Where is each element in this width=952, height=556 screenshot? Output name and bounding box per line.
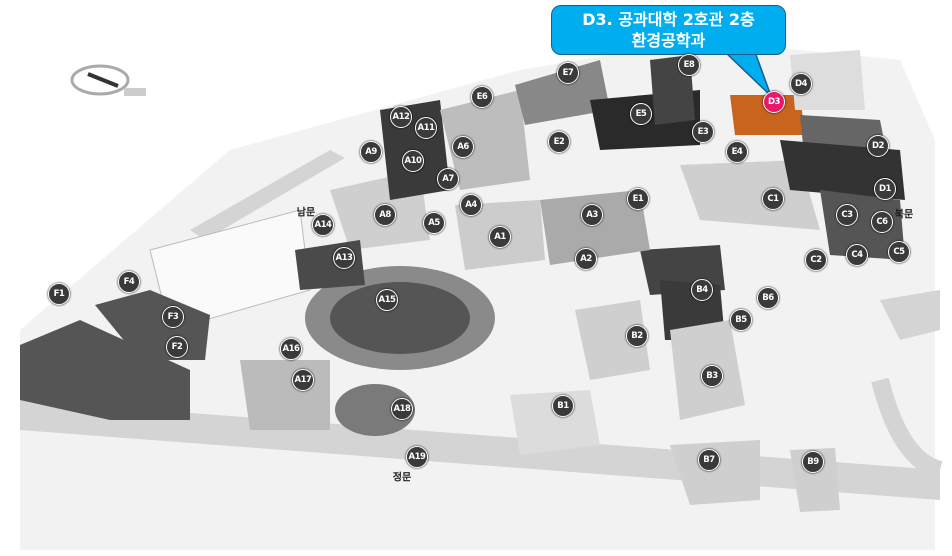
marker-d1[interactable]: D1: [874, 178, 896, 200]
road-west: [190, 150, 345, 240]
marker-a17[interactable]: A17: [292, 369, 314, 391]
marker-e3[interactable]: E3: [692, 121, 714, 143]
marker-a18[interactable]: A18: [391, 398, 413, 420]
road-east: [880, 290, 940, 340]
compass-icon: [70, 64, 146, 96]
marker-e6[interactable]: E6: [471, 86, 493, 108]
marker-b2[interactable]: B2: [626, 325, 648, 347]
marker-e7[interactable]: E7: [557, 62, 579, 84]
marker-b5[interactable]: B5: [730, 309, 752, 331]
marker-a10[interactable]: A10: [402, 150, 424, 172]
marker-b6[interactable]: B6: [757, 287, 779, 309]
marker-b9[interactable]: B9: [802, 451, 824, 473]
location-callout: D3. 공과대학 2호관 2층 환경공학과: [551, 5, 786, 55]
marker-a7[interactable]: A7: [437, 168, 459, 190]
marker-c5[interactable]: C5: [888, 241, 910, 263]
marker-e5[interactable]: E5: [630, 103, 652, 125]
marker-a2[interactable]: A2: [575, 248, 597, 270]
marker-e1[interactable]: E1: [627, 188, 649, 210]
marker-a16[interactable]: A16: [280, 338, 302, 360]
marker-a3[interactable]: A3: [581, 204, 603, 226]
marker-d4[interactable]: D4: [790, 73, 812, 95]
marker-e8[interactable]: E8: [678, 54, 700, 76]
marker-c2[interactable]: C2: [805, 249, 827, 271]
marker-a5[interactable]: A5: [423, 212, 445, 234]
marker-a13[interactable]: A13: [333, 247, 355, 269]
stadium-field: [330, 282, 470, 354]
marker-b4[interactable]: B4: [691, 279, 713, 301]
marker-a1[interactable]: A1: [489, 226, 511, 248]
callout-title: D3. 공과대학 2호관 2층: [582, 10, 755, 29]
marker-a6[interactable]: A6: [452, 136, 474, 158]
callout-subtitle: 환경공학과: [631, 31, 706, 50]
heliport: [335, 384, 415, 436]
marker-a4[interactable]: A4: [460, 194, 482, 216]
marker-b1[interactable]: B1: [552, 395, 574, 417]
north-gate-label: 북문: [894, 209, 914, 221]
marker-b3[interactable]: B3: [701, 365, 723, 387]
road-curve: [871, 377, 943, 479]
main-gate-label: 정문: [392, 472, 412, 484]
marker-a8[interactable]: A8: [374, 204, 396, 226]
marker-a14[interactable]: A14: [312, 214, 334, 236]
marker-c4[interactable]: C4: [846, 244, 868, 266]
marker-f4[interactable]: F4: [118, 271, 140, 293]
marker-a12[interactable]: A12: [390, 106, 412, 128]
marker-a9[interactable]: A9: [360, 141, 382, 163]
marker-a11[interactable]: A11: [415, 117, 437, 139]
marker-e2[interactable]: E2: [548, 131, 570, 153]
marker-d3[interactable]: D3: [763, 91, 785, 113]
marker-f2[interactable]: F2: [166, 336, 188, 358]
marker-e4[interactable]: E4: [726, 141, 748, 163]
marker-f3[interactable]: F3: [162, 306, 184, 328]
marker-a19[interactable]: A19: [406, 446, 428, 468]
marker-a15[interactable]: A15: [376, 289, 398, 311]
marker-d2[interactable]: D2: [867, 135, 889, 157]
marker-b7[interactable]: B7: [698, 449, 720, 471]
south-gate-label: 남문: [296, 207, 316, 219]
marker-c6[interactable]: C6: [871, 211, 893, 233]
marker-c1[interactable]: C1: [762, 188, 784, 210]
marker-c3[interactable]: C3: [836, 204, 858, 226]
marker-f1[interactable]: F1: [48, 283, 70, 305]
